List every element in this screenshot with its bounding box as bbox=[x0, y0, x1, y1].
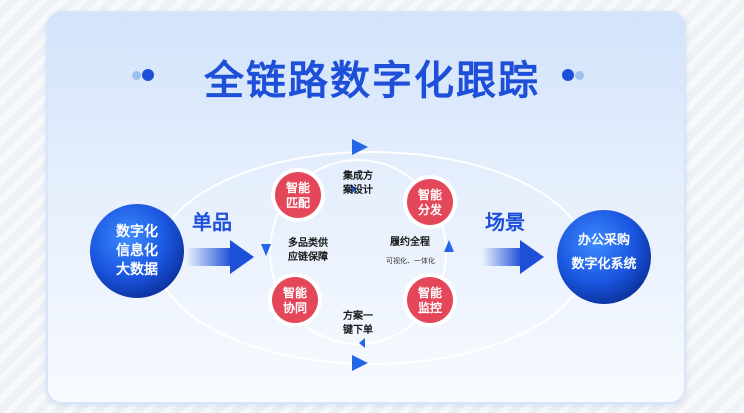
orbit-arrow-bottom bbox=[352, 355, 368, 371]
decor-dot bbox=[142, 69, 154, 81]
right-circle-label-2: 数字化系统 bbox=[571, 257, 637, 272]
node-monitor bbox=[403, 273, 457, 327]
right-circle bbox=[557, 210, 651, 304]
inner-arrow-bottom bbox=[359, 338, 365, 348]
ring-label-top: 集成方 案设计 bbox=[343, 171, 373, 196]
node-dispatch-label: 智能 分发 bbox=[417, 188, 442, 217]
page-title: 全链路数字化跟踪 bbox=[204, 58, 540, 104]
decor-dot bbox=[562, 69, 574, 81]
node-collab bbox=[268, 273, 322, 327]
right-flow-arrow bbox=[482, 240, 544, 274]
title-left-decoration bbox=[132, 69, 156, 81]
left-side-label: 单品 bbox=[192, 210, 232, 234]
inner-arrow-right bbox=[444, 240, 454, 252]
inner-arrow-top bbox=[351, 184, 357, 194]
node-monitor-label: 智能 监控 bbox=[417, 286, 442, 315]
decor-dot bbox=[132, 70, 141, 80]
ring-label-bottom: 方案一 键下单 bbox=[343, 311, 373, 336]
right-side-label: 场景 bbox=[485, 210, 525, 234]
node-match-label: 智能 匹配 bbox=[285, 181, 310, 210]
left-circle-label-3: 大数据 bbox=[116, 262, 158, 278]
ring-label-right: 履约全程 bbox=[390, 237, 430, 248]
ring-label-left: 多品类供 应链保障 bbox=[288, 238, 328, 263]
title-right-decoration bbox=[562, 69, 586, 81]
node-match bbox=[271, 168, 325, 222]
node-dispatch bbox=[403, 175, 457, 229]
left-flow-arrow bbox=[186, 240, 254, 274]
right-circle-label-1: 办公采购 bbox=[577, 233, 630, 248]
ring-sublabel-right: 可视化、一体化 bbox=[386, 257, 435, 265]
node-collab-label: 智能 协同 bbox=[282, 286, 307, 315]
decor-dot bbox=[575, 70, 584, 80]
left-circle-label-1: 数字化 bbox=[116, 224, 158, 240]
orbit-arrow-top bbox=[352, 139, 368, 155]
left-circle bbox=[90, 204, 184, 298]
inner-arrow-left bbox=[261, 244, 271, 256]
left-circle-label-2: 信息化 bbox=[116, 243, 158, 259]
